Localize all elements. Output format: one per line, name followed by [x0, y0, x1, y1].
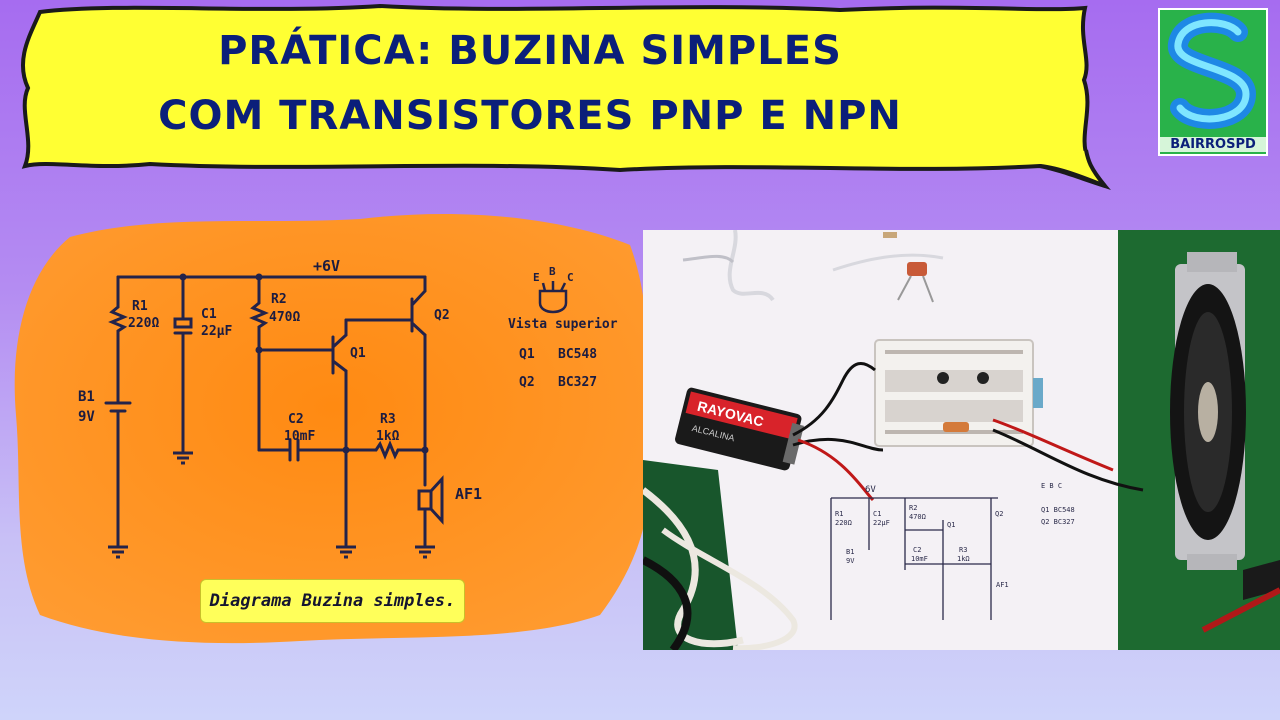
supply-label: +6V	[313, 257, 340, 275]
r3-value: 1kΩ	[376, 429, 400, 444]
r2-name: R2	[271, 292, 287, 307]
r3-name: R3	[380, 412, 396, 427]
title-line-1: PRÁTICA: BUZINA SIMPLES	[218, 28, 842, 74]
c2-value: 10mF	[284, 429, 315, 444]
sheet-r1-value: 220Ω	[835, 519, 852, 527]
sheet-r2: R2	[909, 504, 917, 512]
sheet-r3-value: 1kΩ	[957, 555, 970, 563]
q2-label: Q2	[434, 308, 450, 323]
transistor-top-view-icon	[538, 281, 568, 314]
r2-value: 470Ω	[269, 310, 300, 325]
sheet-r1: R1	[835, 510, 843, 518]
diagram-caption: Diagrama Buzina simples.	[200, 579, 465, 623]
battery-9v: RAYOVAC ALCALINA	[675, 387, 804, 471]
b1-name: B1	[78, 389, 95, 405]
sheet-part-1: Q1 BC548	[1041, 506, 1075, 514]
pin-b: B	[549, 265, 556, 278]
ground-symbols	[108, 451, 435, 559]
r1-name: R1	[132, 299, 148, 314]
sheet-q2: Q2	[995, 510, 1003, 518]
logo-s-icon	[1168, 12, 1257, 129]
sheet-b1: B1	[846, 548, 854, 556]
sheet-c1-value: 22μF	[873, 519, 890, 527]
sheet-r2-value: 470Ω	[909, 513, 926, 521]
part-q2-model: BC327	[558, 375, 597, 390]
sheet-q1: Q1	[947, 521, 955, 529]
pin-c: C	[567, 271, 574, 284]
sheet-part-2: Q2 BC327	[1041, 518, 1075, 526]
sheet-supply: 6V	[865, 485, 876, 495]
c1-value: 22μF	[201, 324, 232, 339]
r1-value: 220Ω	[128, 316, 159, 331]
part-q1-ref: Q1	[519, 347, 535, 362]
af1-label: AF1	[455, 485, 482, 503]
sheet-af1: AF1	[996, 581, 1009, 589]
logo-text: BAIRROSPD	[1160, 137, 1266, 152]
circuit-photo: RAYOVAC ALCALINA 6V R1 220	[643, 230, 1280, 650]
pin-e: E	[533, 271, 540, 284]
sheet-r3: R3	[959, 546, 967, 554]
pinout-view-label: Vista superior	[508, 317, 618, 332]
title-line-2: COM TRANSISTORES PNP E NPN	[158, 93, 902, 139]
b1-value: 9V	[78, 409, 95, 425]
sheet-b1-value: 9V	[846, 557, 855, 565]
c1-name: C1	[201, 307, 217, 322]
sheet-ebc: E B C	[1041, 482, 1062, 490]
sheet-c2: C2	[913, 546, 921, 554]
q1-label: Q1	[350, 346, 366, 361]
sheet-c2-value: 10mF	[911, 555, 928, 563]
part-q2-ref: Q2	[519, 375, 535, 390]
channel-logo: BAIRROSPD	[1158, 8, 1268, 156]
sheet-c1: C1	[873, 510, 881, 518]
schematic-diagram: +6V R1 220Ω C1 22μF R2 470Ω Q2 Q1 B1 9V …	[14, 214, 651, 644]
part-q1-model: BC548	[558, 347, 597, 362]
c2-name: C2	[288, 412, 304, 427]
title-banner	[20, 3, 1111, 190]
